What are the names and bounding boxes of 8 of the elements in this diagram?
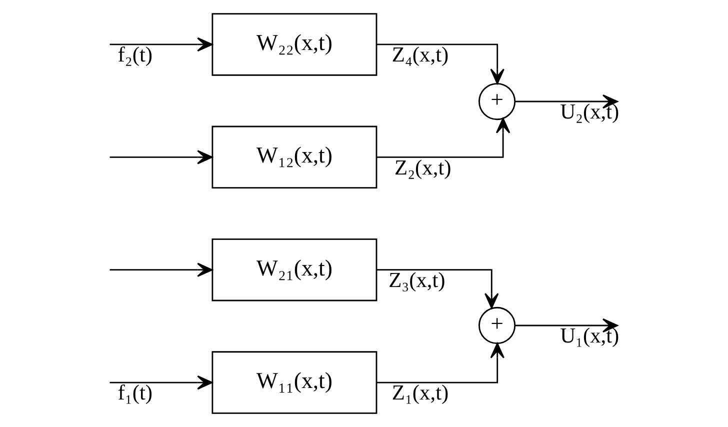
edge-label: U₁(x,t) <box>560 324 619 348</box>
edge-label: Z₃(x,t) <box>388 268 445 292</box>
edge-label: Z₁(x,t) <box>391 380 448 405</box>
edge-label: f₂(t) <box>117 42 152 67</box>
edge-label: U₂(x,t) <box>560 100 619 124</box>
edge-label: Z₂(x,t) <box>394 155 451 180</box>
edge-label: f₁(t) <box>117 380 152 405</box>
edge-label: Z₄(x,t) <box>391 42 448 67</box>
